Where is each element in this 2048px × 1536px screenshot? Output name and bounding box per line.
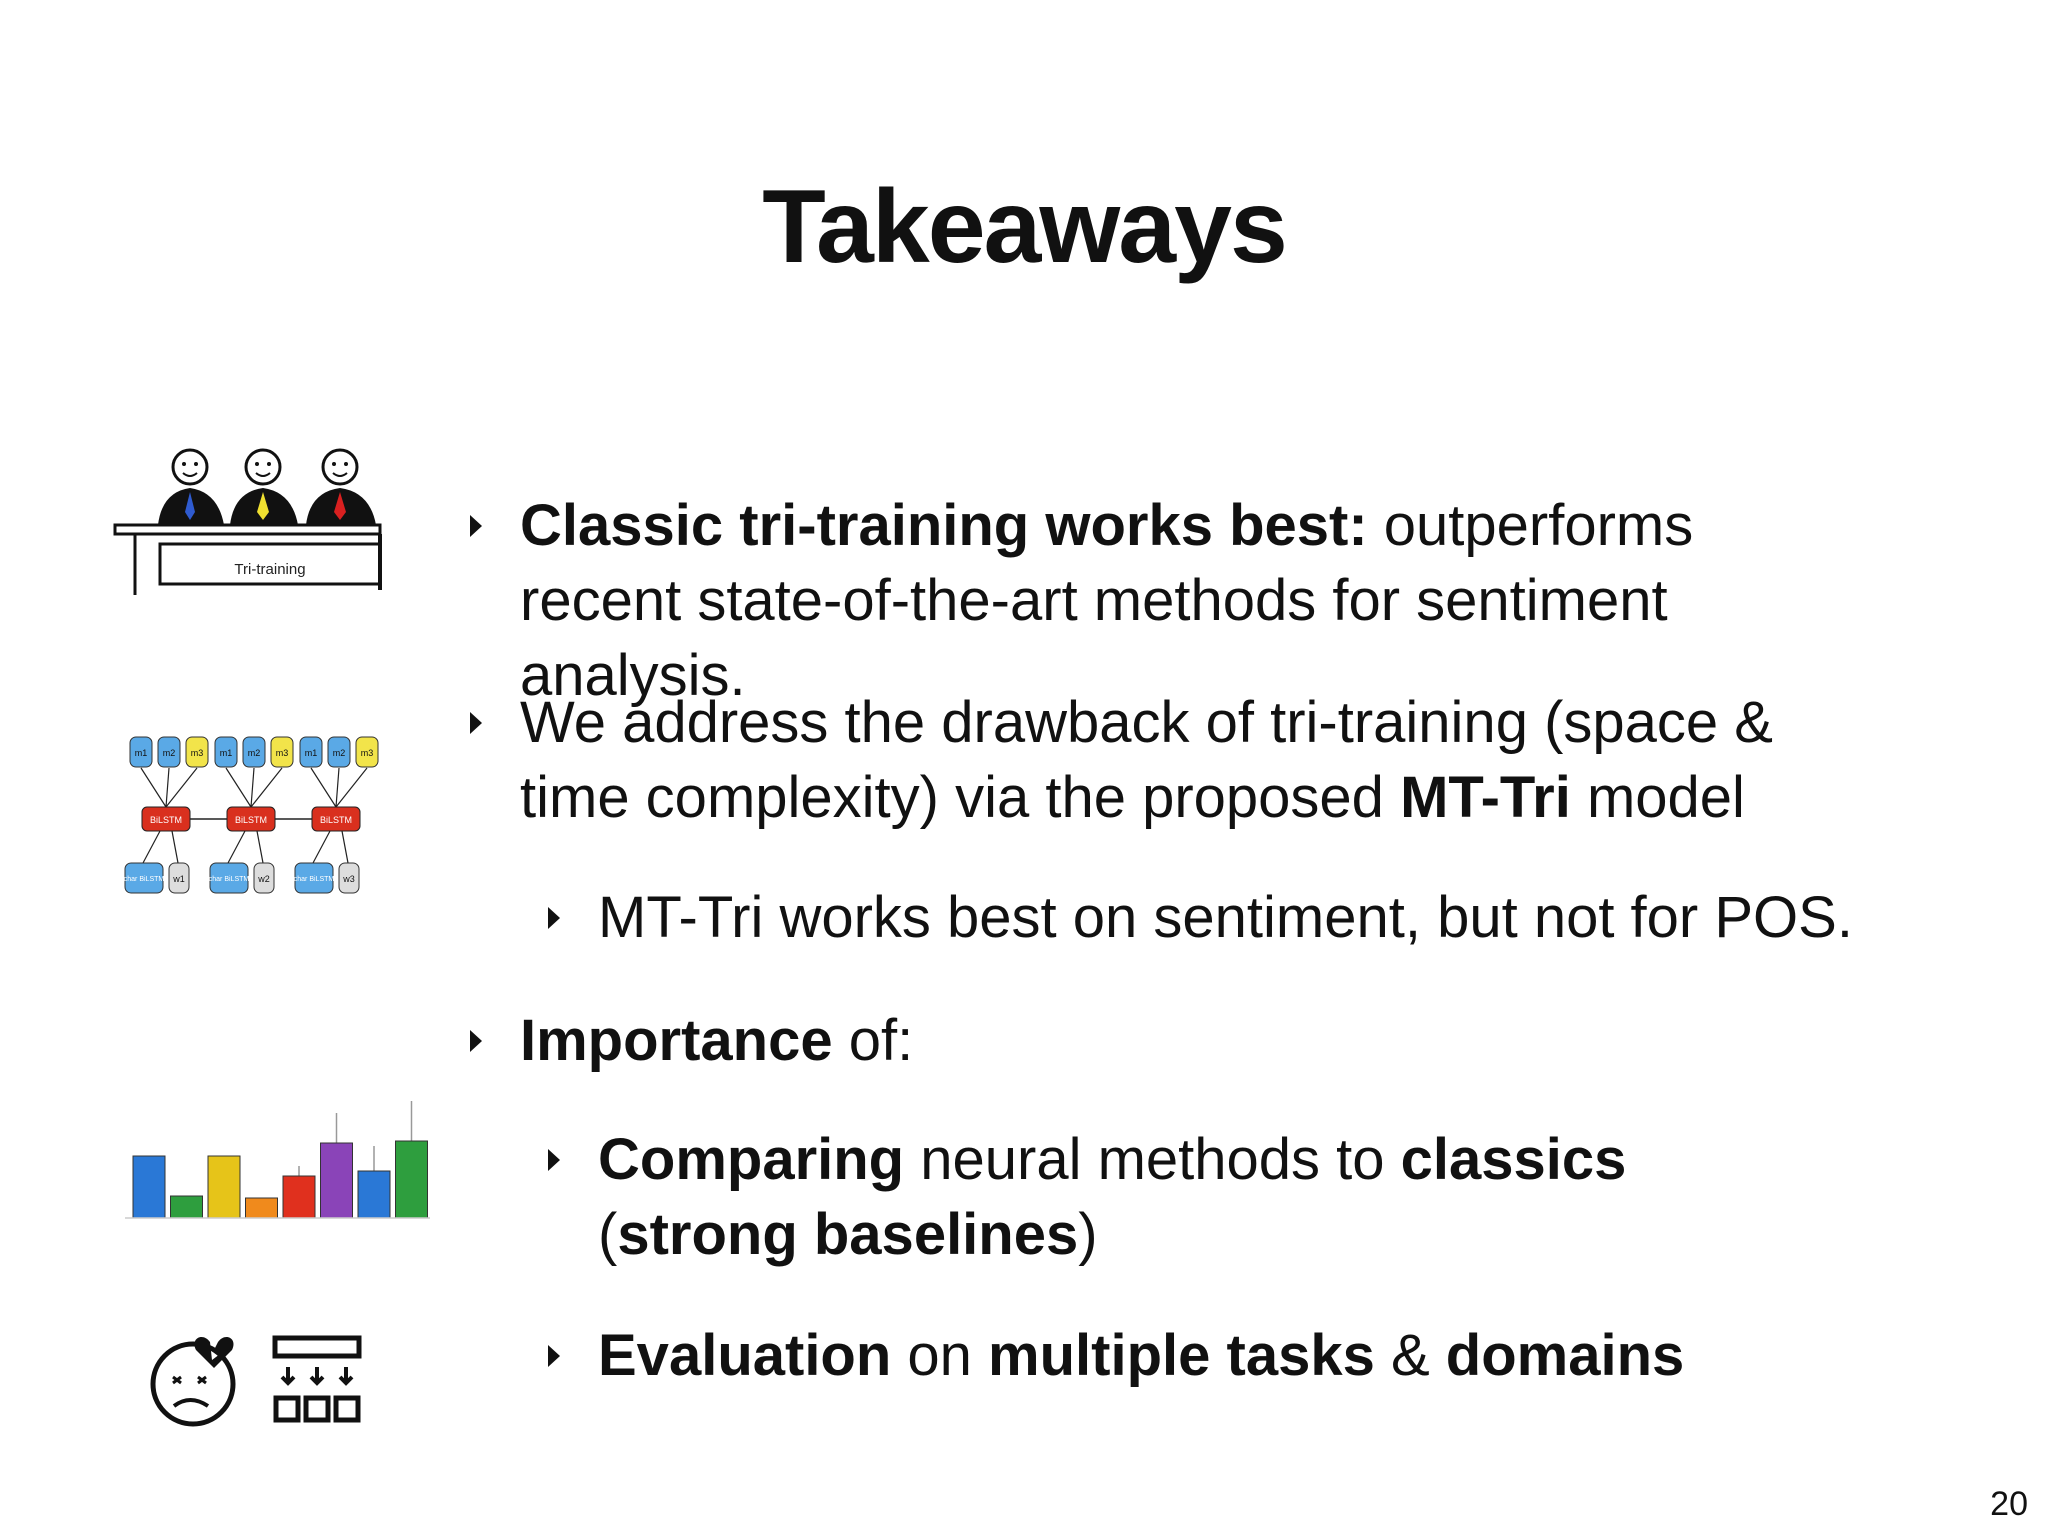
bilstm-node (311, 806, 361, 832)
slide-title: Takeaways (762, 169, 1288, 285)
output-node (299, 736, 323, 768)
bullet-arrow-icon (548, 1345, 560, 1367)
bullet-mt-tri-model: We address the drawback of tri-training … (470, 685, 1870, 835)
bullet-text: MT-Tri works best on sentiment, but not … (598, 885, 1853, 950)
output-node-label: m2 (248, 748, 261, 758)
output-node (157, 736, 181, 768)
output-node (214, 736, 238, 768)
word-node (168, 862, 190, 894)
subbullet-mt-tri-sentiment: MT-Tri works best on sentiment, but not … (548, 880, 1948, 955)
output-node-label: m1 (135, 748, 148, 758)
edge (335, 767, 340, 808)
bullet-arrow-icon (548, 907, 560, 929)
output-node-label: m1 (220, 748, 233, 758)
output-node-label: m3 (361, 748, 374, 758)
output-node-label: m2 (163, 748, 176, 758)
word-node (338, 862, 360, 894)
tri-training-judges-icon: Tri-training (113, 448, 382, 595)
edge (171, 830, 179, 864)
char-bilstm-node (294, 862, 334, 894)
edge (225, 767, 252, 808)
bar (170, 1195, 203, 1219)
bar (207, 1155, 241, 1219)
output-node (242, 736, 266, 768)
edge (140, 767, 167, 808)
output-node (129, 736, 153, 768)
bullet-text: Importance of: (520, 1008, 914, 1073)
tri-training-label: Tri-training (234, 561, 305, 578)
sad-face-broken-heart-icon (150, 1336, 236, 1427)
evaluation-grid-icon (272, 1335, 362, 1423)
bullet-classic-tri-training: Classic tri-training works best: outperf… (470, 488, 1870, 713)
edge (310, 767, 337, 808)
word-node-label: w1 (172, 874, 185, 884)
bar-chart-icon (125, 1101, 430, 1219)
output-node-label: m2 (333, 748, 346, 758)
edge (312, 830, 331, 864)
output-node-label: m1 (305, 748, 318, 758)
bullet-importance: Importance of: (470, 1003, 1870, 1078)
char-bilstm-node (124, 862, 164, 894)
word-node-label: w2 (257, 874, 270, 884)
subbullet-evaluation: Evaluation on multiple tasks & domains (548, 1318, 1948, 1393)
bar (282, 1175, 316, 1219)
word-node-label: w3 (342, 874, 355, 884)
char-bilstm-label: char BiLSTM (294, 876, 335, 883)
edge (250, 767, 255, 808)
edge (256, 830, 264, 864)
bar (320, 1142, 353, 1219)
edge (335, 767, 368, 808)
bullet-text: Classic tri-training works best: outperf… (520, 493, 1694, 708)
bullet-text: Comparing neural methods to classics (st… (598, 1127, 1627, 1267)
subbullet-comparing: Comparing neural methods to classics (st… (548, 1122, 1798, 1272)
output-node (185, 736, 209, 768)
bullet-arrow-icon (548, 1149, 560, 1171)
output-node-label: m3 (191, 748, 204, 758)
char-bilstm-label: char BiLSTM (209, 876, 250, 883)
bullet-text: Evaluation on multiple tasks & domains (598, 1323, 1685, 1388)
edge (341, 830, 349, 864)
edge (142, 830, 161, 864)
bilstm-label: BiLSTM (150, 815, 182, 825)
output-node (327, 736, 351, 768)
bar (395, 1140, 428, 1219)
bilstm-label: BiLSTM (235, 815, 267, 825)
bullet-arrow-icon (470, 515, 482, 537)
bar (245, 1197, 278, 1219)
output-node-label: m3 (276, 748, 289, 758)
char-bilstm-node (209, 862, 249, 894)
bar (132, 1155, 166, 1219)
bar (357, 1170, 391, 1219)
bullet-text: We address the drawback of tri-training … (520, 690, 1773, 830)
edge (165, 767, 170, 808)
output-node (270, 736, 294, 768)
bilstm-label: BiLSTM (320, 815, 352, 825)
page-number: 20 (1990, 1485, 2028, 1523)
bullet-arrow-icon (470, 1030, 482, 1052)
edge (165, 767, 198, 808)
edge (227, 830, 246, 864)
word-node (253, 862, 275, 894)
bullet-arrow-icon (470, 712, 482, 734)
char-bilstm-label: char BiLSTM (124, 876, 165, 883)
output-node (355, 736, 379, 768)
edge (250, 767, 283, 808)
